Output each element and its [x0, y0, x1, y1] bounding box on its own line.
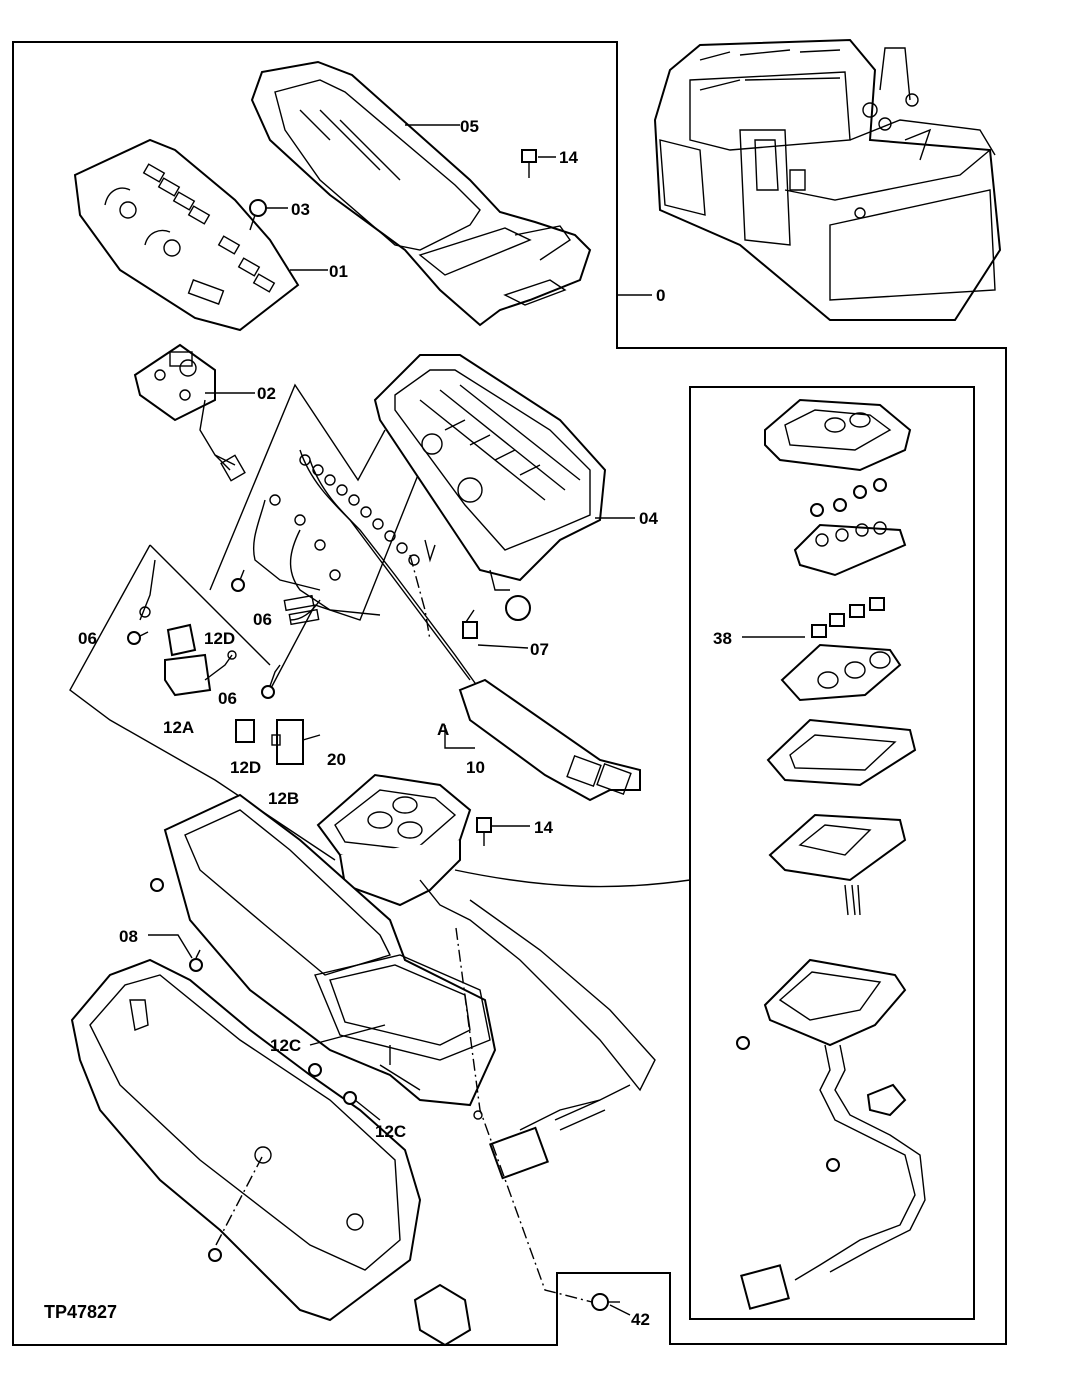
screw-06b	[261, 664, 281, 699]
screw-06a	[127, 631, 149, 645]
guide-line	[269, 469, 421, 691]
dashdot-line	[215, 1156, 263, 1246]
callout-05: 05	[460, 117, 479, 136]
screw-06c	[231, 569, 245, 592]
callout-42: 42	[631, 1310, 650, 1329]
screw-14-top	[521, 149, 537, 178]
figure-reference: TP47827	[44, 1302, 117, 1322]
joystick-exploded-view	[736, 398, 926, 1310]
callout-06-left: 06	[78, 629, 97, 648]
part-04-monitor-housing	[373, 354, 607, 621]
callout-14-mid: 14	[534, 818, 553, 837]
callout-20: 20	[327, 750, 346, 769]
part-07-screw	[462, 609, 478, 639]
leader-line	[444, 725, 475, 749]
joystick-inset-frame	[689, 386, 975, 1320]
callout-03: 03	[291, 200, 310, 219]
screw-12C-b	[343, 1091, 357, 1105]
screw-14-mid	[476, 817, 492, 846]
screw-12C-a	[308, 1063, 322, 1077]
leader-line	[477, 644, 529, 649]
callout-12A: 12A	[163, 718, 194, 737]
part-05-top-cover	[250, 60, 592, 327]
dashdot-line	[455, 927, 593, 1303]
leader-line	[354, 1099, 381, 1121]
screw-03	[249, 199, 267, 231]
callout-A: A	[437, 720, 449, 739]
screw-bottom	[208, 1248, 222, 1262]
callout-08: 08	[119, 927, 138, 946]
guide-line	[149, 544, 271, 666]
callout-06-mid: 06	[218, 689, 237, 708]
callout-38: 38	[713, 629, 732, 648]
callout-12D-top: 12D	[204, 629, 235, 648]
main-frame-border	[12, 41, 1007, 1346]
callout-12C-top: 12C	[270, 1036, 301, 1055]
screw-42	[591, 1293, 620, 1311]
leader-line	[309, 1024, 386, 1046]
console-frame	[163, 793, 497, 1120]
leader-line	[148, 934, 193, 959]
callout-01: 01	[329, 262, 348, 281]
dashdot-line	[409, 554, 431, 641]
callout-0: 0	[656, 286, 665, 305]
callout-06-right: 06	[253, 610, 272, 629]
screw-08	[189, 949, 203, 972]
wire-harness	[253, 449, 641, 802]
part-20-switch-box	[316, 773, 691, 1092]
callout-12C-bottom: 12C	[375, 1122, 406, 1141]
part-02-switch-assembly	[133, 343, 246, 482]
callout-04: 04	[639, 509, 658, 528]
screw-lower-left	[150, 878, 164, 892]
part-12B-relay	[235, 719, 321, 765]
connector-cable	[489, 1084, 631, 1180]
callout-12D-bottom: 12D	[230, 758, 261, 777]
part-01-switch-panel	[73, 138, 300, 332]
callout-12B: 12B	[268, 789, 299, 808]
callout-07: 07	[530, 640, 549, 659]
machine-cab-illustration	[653, 38, 1002, 321]
guide-line	[209, 383, 386, 591]
callout-02: 02	[257, 384, 276, 403]
part-08-lower-cover	[70, 958, 472, 1347]
callout-14-top: 14	[559, 148, 578, 167]
part-12D-clip	[139, 559, 237, 697]
leader-line	[609, 1304, 631, 1316]
callout-10: 10	[466, 758, 485, 777]
